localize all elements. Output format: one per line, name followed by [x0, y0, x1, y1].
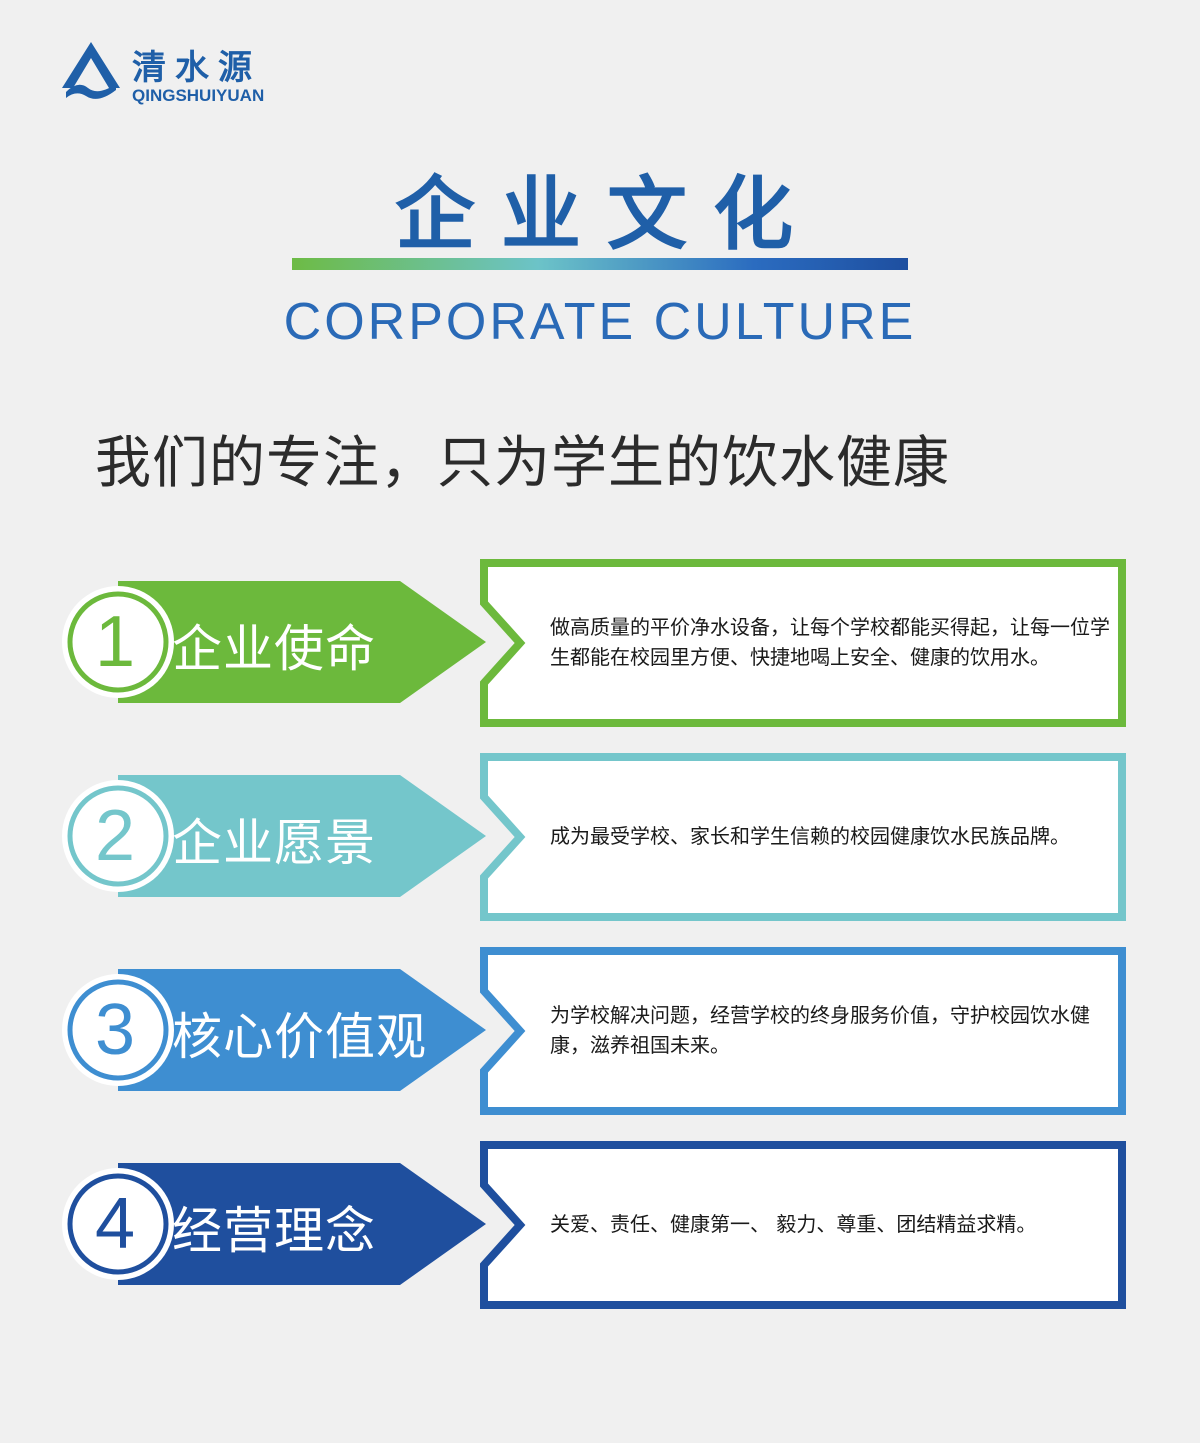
item-description: 做高质量的平价净水设备，让每个学校都能买得起，让每一位学生都能在校园里方便、快捷… [550, 615, 1110, 669]
text-box-frame [480, 947, 1126, 1115]
item-number: 3 [94, 990, 136, 1070]
page-title: 企业文化 [395, 168, 819, 261]
logo-name-cn: 清水源 [132, 48, 261, 88]
logo: 清水源 QINGSHUIYUAN [58, 40, 308, 110]
item-description: 关爱、责任、健康第一、 毅力、尊重、团结精益求精。 [550, 1212, 1037, 1236]
item-number: 2 [94, 796, 136, 876]
text-box-frame [480, 559, 1126, 727]
item-description: 为学校解决问题，经营学校的终身服务价值，守护校园饮水健康，滋养祖国未来。 [550, 1003, 1090, 1057]
logo-name-en: QINGSHUIYUAN [132, 86, 265, 105]
mountain-water-logo-icon [62, 42, 120, 99]
arrow-banner [62, 1163, 486, 1285]
item-description: 成为最受学校、家长和学生信赖的校园健康饮水民族品牌。 [550, 824, 1070, 848]
culture-item-mission: 1 企业使命 做高质量的平价净水设备，让每个学校都能买得起，让每一位学生都能在校… [0, 557, 1200, 732]
culture-item-philosophy: 4 经营理念 关爱、责任、健康第一、 毅力、尊重、团结精益求精。 [0, 1139, 1200, 1314]
item-number: 1 [94, 602, 136, 682]
arrow-banner [62, 969, 486, 1091]
slogan: 我们的专注，只为学生的饮水健康 [95, 431, 950, 496]
culture-item-vision: 2 企业愿景 成为最受学校、家长和学生信赖的校园健康饮水民族品牌。 [0, 751, 1200, 926]
arrow-banner [62, 775, 486, 897]
item-label: 企业愿景 [172, 814, 376, 872]
arrow-banner [62, 581, 486, 703]
item-label: 核心价值观 [172, 1008, 427, 1066]
item-number: 4 [94, 1184, 136, 1264]
item-label: 企业使命 [172, 620, 376, 678]
title-divider [292, 258, 908, 270]
culture-item-values: 3 核心价值观 为学校解决问题，经营学校的终身服务价值，守护校园饮水健康，滋养祖… [0, 945, 1200, 1120]
item-label: 经营理念 [172, 1202, 376, 1260]
text-box-frame [480, 1141, 1126, 1309]
page-subtitle: CORPORATE CULTURE [283, 293, 917, 351]
text-box-frame [480, 753, 1126, 921]
